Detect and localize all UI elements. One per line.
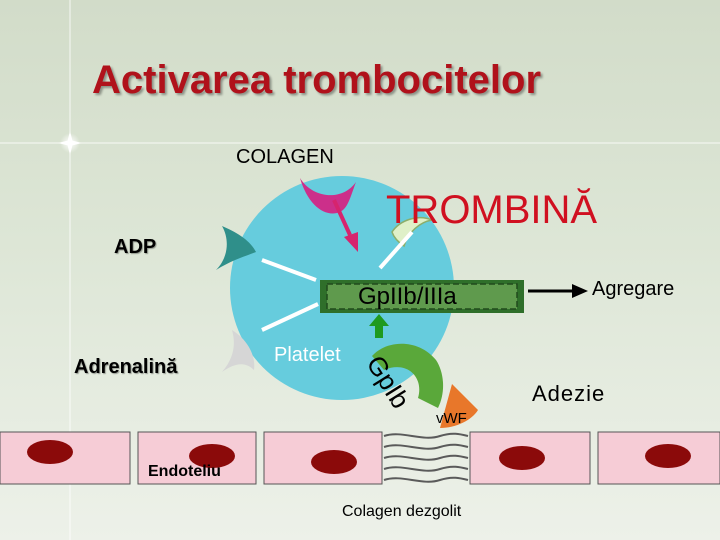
- cell-nucleus: [27, 440, 73, 464]
- adrenaline-signal-line: [261, 302, 319, 332]
- cell-nucleus: [499, 446, 545, 470]
- agregare-arrow-head: [572, 284, 588, 298]
- adp-receptor-icon: [216, 226, 256, 270]
- adp-signal-line: [261, 258, 317, 282]
- adrenaline-receptor-icon: [222, 330, 255, 372]
- thrombin-arrow-head: [344, 232, 358, 252]
- agregare-label: Agregare: [592, 278, 675, 300]
- adp-label: ADP: [114, 236, 157, 258]
- colagen-dezgolit-label: Colagen dezgolit: [342, 503, 462, 520]
- thrombin-arrow-shaft: [332, 199, 352, 236]
- gp2b3a-label: GpIIb/IIIa: [358, 283, 457, 310]
- exposed-collagen-fibers: [383, 432, 469, 483]
- endoteliu-label: Endoteliu: [148, 463, 221, 480]
- adrenalina-label: Adrenalină: [74, 356, 178, 378]
- thrombin-signal-line: [378, 230, 414, 270]
- cell-nucleus: [645, 444, 691, 468]
- adezie-label: Adezie: [532, 381, 606, 406]
- trombina-label: TROMBINĂ: [386, 188, 598, 232]
- vwf-triangle-icon: [440, 384, 478, 428]
- page-title: Activarea trombocitelor: [92, 58, 542, 102]
- cell-nucleus: [311, 450, 357, 474]
- gp1b-receptor-icon: [372, 343, 444, 408]
- activation-up-arrow-icon: [369, 314, 389, 338]
- platelet-label: Platelet: [274, 344, 341, 366]
- colagen-label: COLAGEN: [236, 146, 334, 168]
- collagen-receptor-icon: [300, 178, 356, 214]
- vwf-label: vWF: [436, 410, 467, 427]
- gp2b3a-box-inner: [326, 283, 518, 310]
- decor-star-icon: [58, 131, 82, 155]
- thrombin-receptor-icon: [391, 216, 435, 248]
- cell-nucleus: [189, 444, 235, 468]
